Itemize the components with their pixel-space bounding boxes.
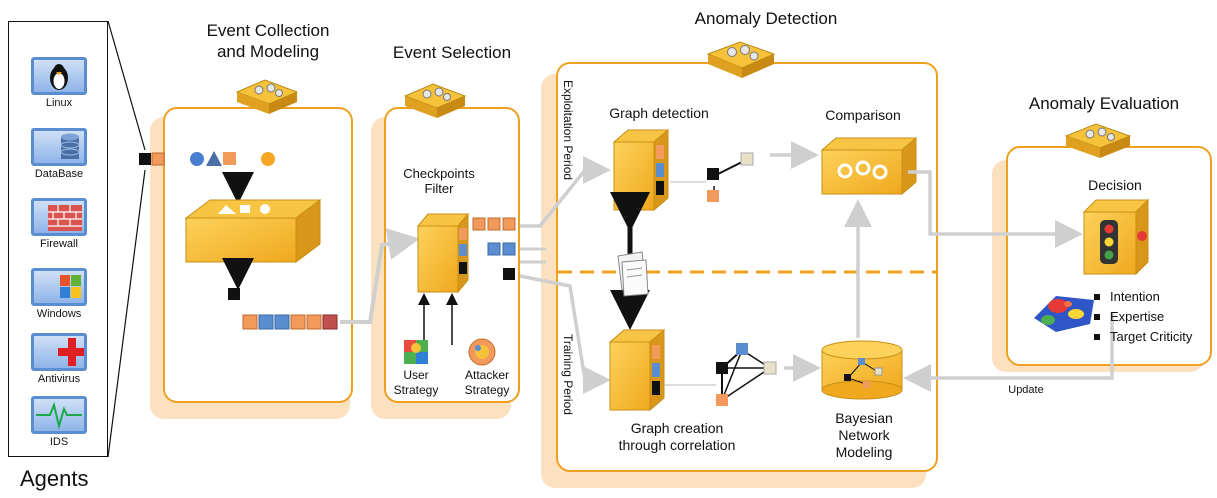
agent-leader-line bbox=[107, 169, 146, 458]
training-period-label: Training Period bbox=[561, 334, 575, 415]
agent-label: Linux bbox=[45, 97, 73, 109]
checkpoints-filter-box bbox=[416, 212, 470, 294]
agent-label: Antivirus bbox=[37, 373, 81, 385]
agent-firewall: Firewall bbox=[25, 198, 95, 252]
stage-title-collection: Event Collection and Modeling bbox=[206, 21, 330, 61]
gears-icon bbox=[706, 41, 776, 78]
attacker-strategy-icon bbox=[468, 338, 496, 366]
flow-arrow bbox=[908, 170, 1083, 248]
comparison-box bbox=[820, 136, 918, 196]
event-square bbox=[228, 288, 240, 300]
agent-leader-line bbox=[107, 20, 146, 151]
correlation-graph bbox=[664, 343, 777, 406]
agent-label: Firewall bbox=[40, 238, 78, 250]
agent-label: Windows bbox=[36, 308, 82, 320]
evaluation-attributes: Intention Expertise Target Criticity bbox=[1092, 287, 1202, 347]
gears-icon bbox=[235, 79, 299, 114]
filtered-events bbox=[472, 217, 516, 280]
agent-ids: IDS bbox=[25, 396, 95, 450]
bayesian-label: Bayesian Network Modeling bbox=[835, 410, 893, 460]
graph-detection-label: Graph detection bbox=[609, 105, 709, 121]
documents-icon bbox=[617, 251, 649, 297]
agent-label: IDS bbox=[49, 436, 69, 448]
agent-linux: Linux bbox=[25, 57, 95, 111]
comparison-label: Comparison bbox=[825, 107, 901, 123]
stage-title-evaluation: Anomaly Evaluation bbox=[1028, 94, 1180, 113]
agents-heading: Agents bbox=[20, 466, 89, 491]
attribute-item: Intention bbox=[1092, 287, 1202, 307]
user-strategy-label: User Strategy bbox=[393, 368, 439, 397]
heatmap-icon bbox=[1034, 296, 1094, 332]
agent-label: DataBase bbox=[34, 168, 84, 180]
flow-arrow bbox=[340, 228, 420, 324]
attribute-item: Target Criticity bbox=[1092, 327, 1202, 347]
ids-icon bbox=[31, 396, 87, 434]
graph-creation-label: Graph creation through correlation bbox=[618, 420, 736, 453]
raw-events bbox=[139, 151, 275, 166]
decision-label: Decision bbox=[1088, 177, 1142, 193]
flow-arrow bbox=[519, 274, 611, 394]
modeled-events bbox=[242, 314, 338, 330]
graph-detection-box bbox=[612, 128, 670, 212]
graph-creation-box bbox=[608, 328, 666, 412]
stage-title-detection: Anomaly Detection bbox=[694, 9, 838, 28]
modeling-box bbox=[184, 199, 322, 263]
update-label: Update bbox=[1008, 384, 1044, 396]
gears-icon bbox=[403, 83, 467, 118]
attacker-strategy-label: Attacker Strategy bbox=[464, 368, 510, 397]
bayesian-cylinder bbox=[821, 340, 903, 400]
flow-arrow bbox=[520, 156, 611, 228]
agent-antivirus: Antivirus bbox=[25, 333, 95, 387]
update-arrow bbox=[903, 312, 1114, 392]
gears-icon bbox=[1064, 123, 1132, 158]
linux-icon bbox=[31, 57, 87, 95]
antivirus-icon bbox=[31, 333, 87, 371]
exploitation-period-label: Exploitation Period bbox=[561, 80, 575, 181]
user-strategy-icon bbox=[404, 340, 428, 364]
stage-title-selection: Event Selection bbox=[392, 43, 512, 62]
agent-database: DataBase bbox=[25, 128, 95, 182]
attribute-item: Expertise bbox=[1092, 307, 1202, 327]
detected-graph bbox=[670, 152, 754, 202]
firewall-icon bbox=[31, 198, 87, 236]
agent-windows: Windows bbox=[25, 268, 95, 322]
checkpoints-filter-label: Checkpoints Filter bbox=[403, 166, 475, 196]
windows-icon bbox=[31, 268, 87, 306]
database-icon bbox=[31, 128, 87, 166]
traffic-light-icon bbox=[1082, 198, 1150, 276]
